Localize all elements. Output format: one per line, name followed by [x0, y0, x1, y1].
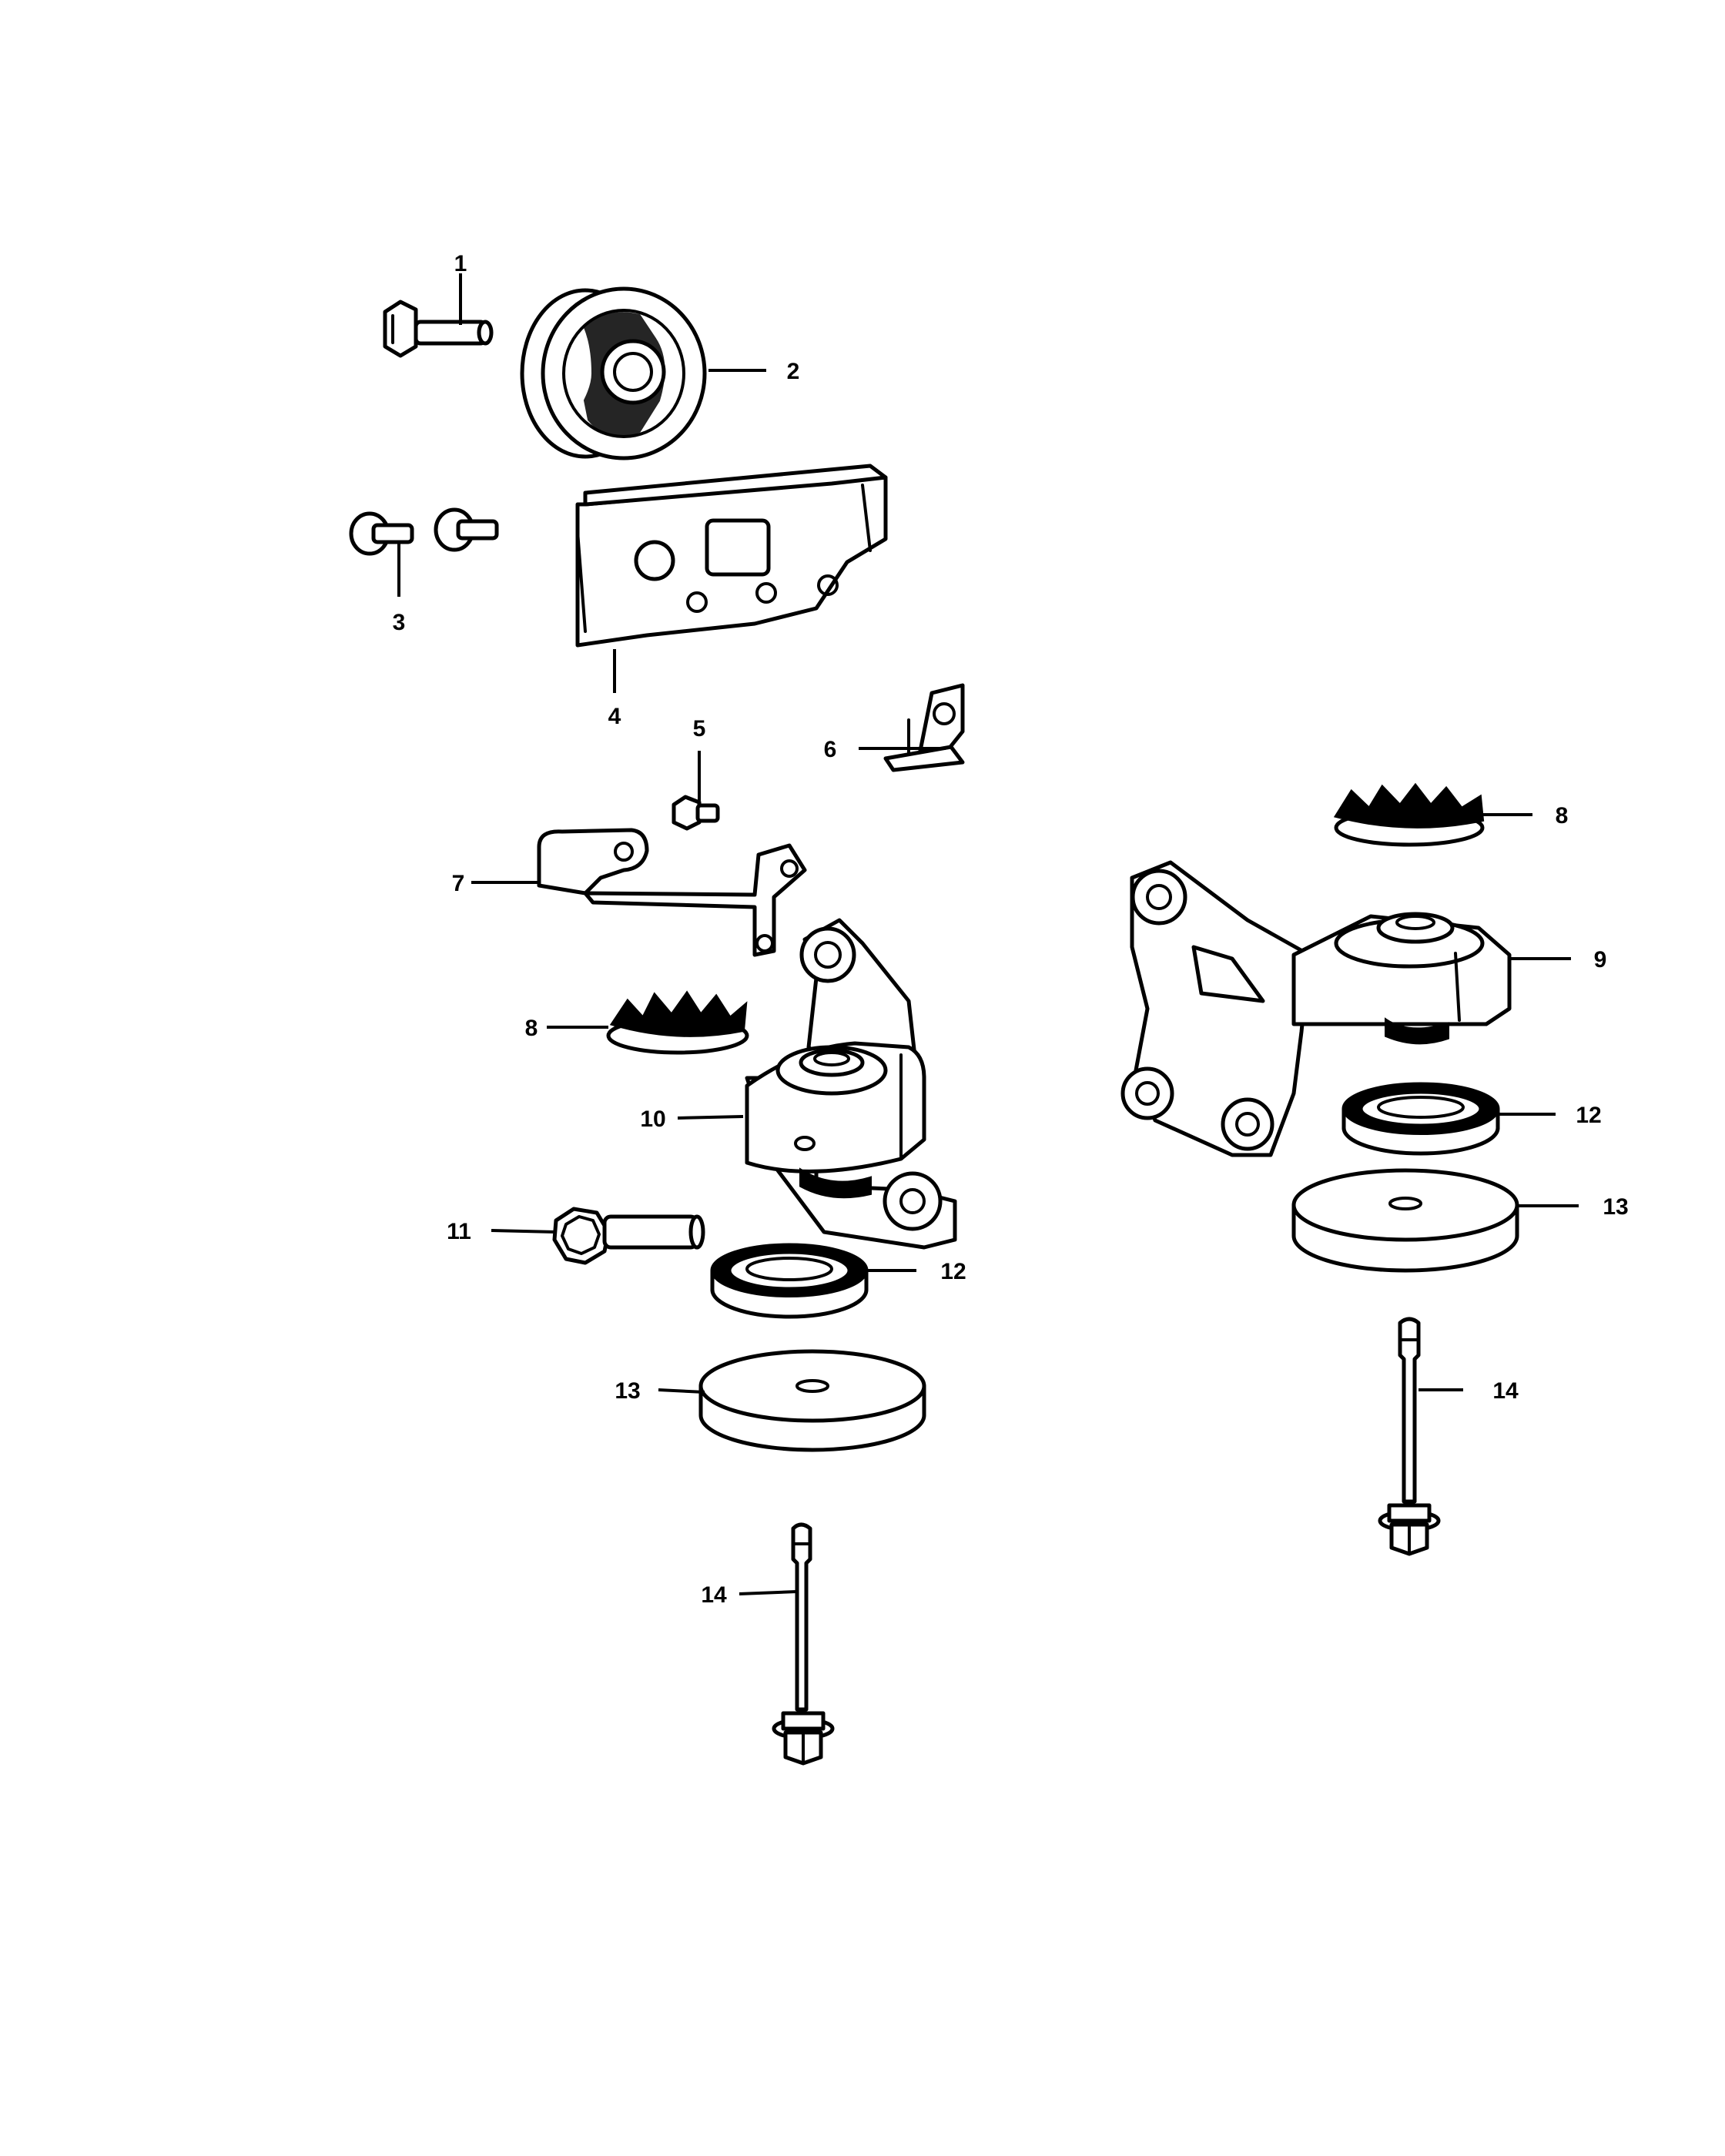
part-14-long-bolt-right	[1378, 1317, 1441, 1556]
part-6-clip	[883, 683, 965, 772]
callout-8-left: 8	[525, 1016, 538, 1041]
callout-8-right: 8	[1556, 803, 1569, 829]
callout-3: 3	[393, 610, 406, 635]
callout-13-left: 13	[615, 1378, 640, 1404]
callout-1: 1	[454, 251, 467, 276]
part-11-bolt	[552, 1207, 705, 1265]
leader-13-left	[658, 1388, 705, 1394]
callout-labels: 1 2 3 4 5 6 7 8 8 9 10 11 12 12 13 13 14…	[393, 251, 1629, 1608]
callout-12-left: 12	[940, 1259, 966, 1284]
callout-11: 11	[447, 1219, 471, 1244]
part-14-long-bolt-left	[772, 1522, 835, 1766]
callout-12-right: 12	[1576, 1103, 1601, 1128]
callout-6: 6	[824, 737, 837, 762]
callout-5: 5	[693, 716, 706, 742]
leader-14-left	[739, 1590, 798, 1595]
callout-14-left: 14	[701, 1582, 727, 1608]
part-8-spring-washer-left	[606, 990, 749, 1055]
callout-13-right: 13	[1603, 1194, 1628, 1220]
part-7-bracket-strap	[537, 828, 807, 957]
part-4-bracket	[575, 464, 888, 648]
leader-10	[677, 1115, 744, 1120]
callout-9: 9	[1594, 947, 1607, 973]
part-12-isolator-left	[710, 1243, 869, 1319]
part-13-plate-left	[698, 1349, 926, 1452]
part-9-mount	[1120, 860, 1512, 1157]
leader-11	[491, 1229, 557, 1234]
part-1-bolt	[383, 300, 494, 358]
part-5-small-bolt	[672, 795, 720, 831]
part-8-spring-washer-right	[1333, 782, 1485, 847]
part-2-bushing	[520, 286, 707, 460]
callout-10: 10	[640, 1106, 665, 1132]
callout-7: 7	[452, 871, 465, 896]
callout-2: 2	[787, 359, 800, 384]
part-3-studs	[349, 507, 499, 556]
leader-lines	[397, 273, 1579, 1595]
part-13-plate-right	[1291, 1168, 1519, 1273]
callout-14-right: 14	[1492, 1378, 1519, 1404]
part-10-mount	[745, 918, 957, 1250]
callout-4: 4	[608, 704, 621, 729]
part-12-isolator-right	[1341, 1082, 1500, 1156]
